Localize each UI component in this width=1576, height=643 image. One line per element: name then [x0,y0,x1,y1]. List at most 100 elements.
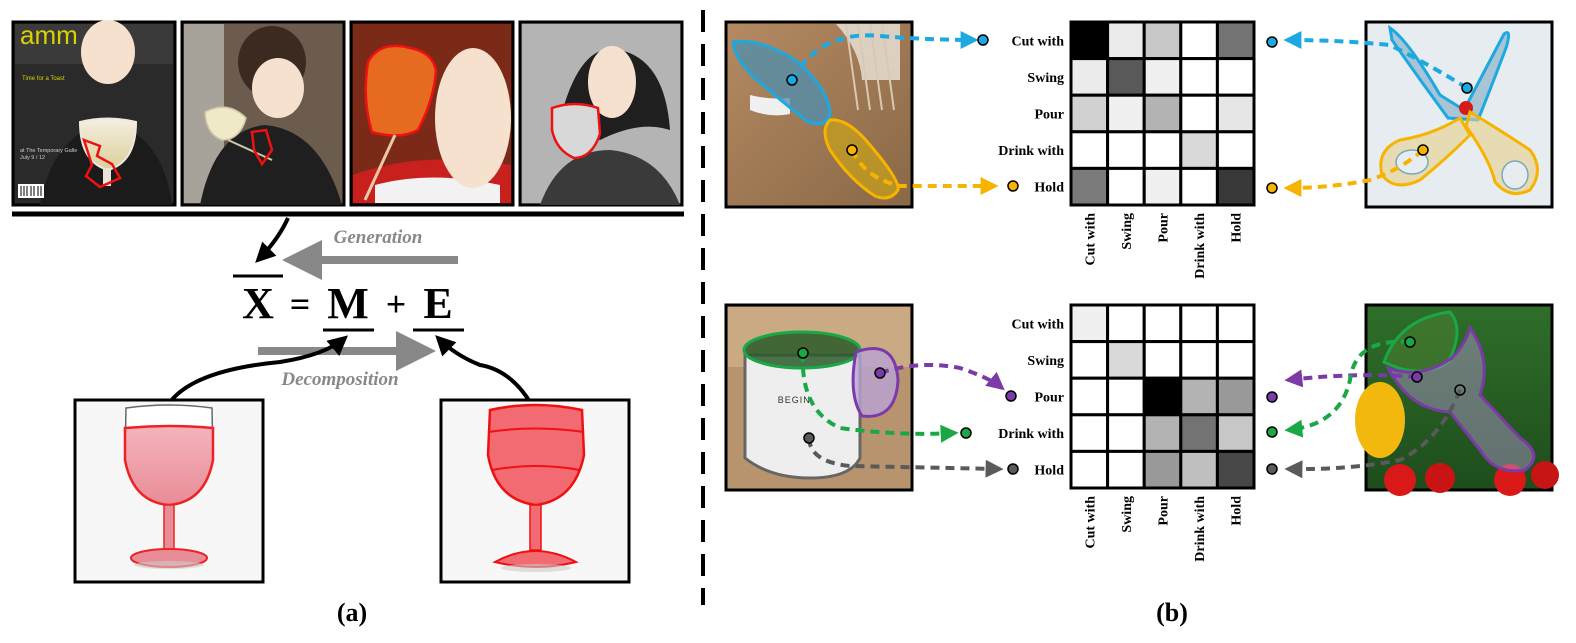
matrix-cell [1142,303,1183,344]
matrix-cell [1106,376,1146,417]
arrow-to-x [255,217,290,263]
matrix-col-label: Drink with [1193,213,1208,279]
matrix-cell [1106,413,1146,453]
dot-scissors-blade [1461,82,1473,94]
matrix-cell [1106,340,1146,380]
matrix-cell [1069,303,1110,344]
photo-red-glass [349,20,515,207]
matrix-row-label: Swing [1027,71,1064,86]
arrow-scissors-hold [1283,148,1425,197]
magazine-masthead: amm [20,20,78,50]
matrix-col-label: Cut with [1083,213,1098,266]
arrow-glass-pour [1284,369,1418,388]
arrow-glass1-to-m [168,335,349,404]
decomposition-label: Decomposition [280,369,398,390]
arrow-mug-drink [800,352,959,443]
matrix-cell [1142,376,1183,417]
wine-glass-specific [439,398,631,584]
dot-mug-rim [797,347,809,359]
matrix-row-label: Drink with [998,144,1064,159]
matrix-cell [1142,57,1183,97]
matrix-cell [1215,93,1256,134]
magazine-gallery-text: at The Temporary Galle [20,148,77,154]
matrix-cell [1142,20,1183,61]
matrix-row-label: Drink with [998,427,1064,442]
photo-scissors [1364,20,1554,209]
photo-man-glass [180,20,346,207]
photo-magazine-toast: amm Time for a Toast at The Temporary Ga… [11,20,177,207]
photo-mug: BEGIN. [724,303,914,492]
matrix-col-label: Swing [1120,213,1135,250]
matrix-cell [1106,20,1146,61]
caption-a: (a) [337,598,367,627]
scissors-blades-cut-region [1387,24,1511,122]
face-blur-3 [435,48,511,188]
matrix-cell [1179,130,1219,170]
matrix-row-label: Cut with [1011,317,1064,332]
matrix-col-label: Cut with [1083,496,1098,549]
magazine-date-text: July 9 / 12 [20,155,45,161]
photo-bw-woman [518,20,684,207]
connector-arrows [786,30,1473,479]
matrix-cell [1106,303,1146,344]
equation-e: E [423,279,452,328]
matrix-cell [1215,130,1256,170]
matrix-cell [1215,449,1256,490]
matrix-cell [1179,340,1219,380]
face-blur-4 [588,46,636,118]
matrix-cell [1215,20,1256,61]
matrix-cell [1179,93,1219,134]
matrix-cell [1215,340,1256,380]
magazine-tagline: Time for a Toast [22,76,65,82]
matrix-cell [1215,166,1256,207]
matrix-cell [1179,166,1219,207]
matrix-row-label: Pour [1034,108,1064,123]
matrix-row-label: Hold [1034,181,1064,196]
matrix-cell [1106,166,1146,207]
mug-print-text: BEGIN. [778,395,815,405]
matrix-col-label: Swing [1120,496,1135,533]
equation-x: X [242,279,274,328]
arrow-glass2-to-e [435,335,532,404]
dot-glass-rim [1404,336,1416,348]
matrix-cell [1069,57,1110,97]
matrix-cell [1142,166,1183,207]
matrix-cell [1215,376,1256,417]
dot-glass-body [1411,371,1423,383]
matrix-cell [1142,340,1183,380]
matrix-cell [1069,166,1110,207]
matrix-cell [1069,340,1110,380]
knife-blade-cut-region [731,39,832,126]
dot-glass-foot [1454,384,1466,396]
matrix-cell [1069,130,1110,170]
matrix-cell [1142,413,1183,453]
face-blur-1 [81,20,135,84]
dot-knife-blade [786,74,798,86]
matrix-row-label: Hold [1034,464,1064,479]
arrow-mug-pour [879,362,1005,391]
generation-label: Generation [334,227,423,248]
matrix-cell [1106,93,1146,134]
matrix-cell [1179,303,1219,344]
matrix-cell [1215,413,1256,453]
matrix-cell [1142,130,1183,170]
matrix-cell [1106,57,1146,97]
matrix-cell [1215,57,1256,97]
dot-mug-handle [874,367,886,379]
equation-equals: = [290,284,311,324]
dot-mug-body [803,432,815,444]
panel-a: amm Time for a Toast at The Temporary Ga… [11,20,684,627]
caption-b: (b) [1156,598,1188,627]
matrix-col-label: Drink with [1193,496,1208,562]
matrix-cell [1069,413,1110,453]
knife-handle-hold-region [823,118,900,200]
matrix-cell [1069,93,1110,134]
matrix-cell [1142,449,1183,490]
matrix-row-label: Cut with [1011,34,1064,49]
label-dots [960,34,1278,475]
equation-m: M [327,279,369,328]
